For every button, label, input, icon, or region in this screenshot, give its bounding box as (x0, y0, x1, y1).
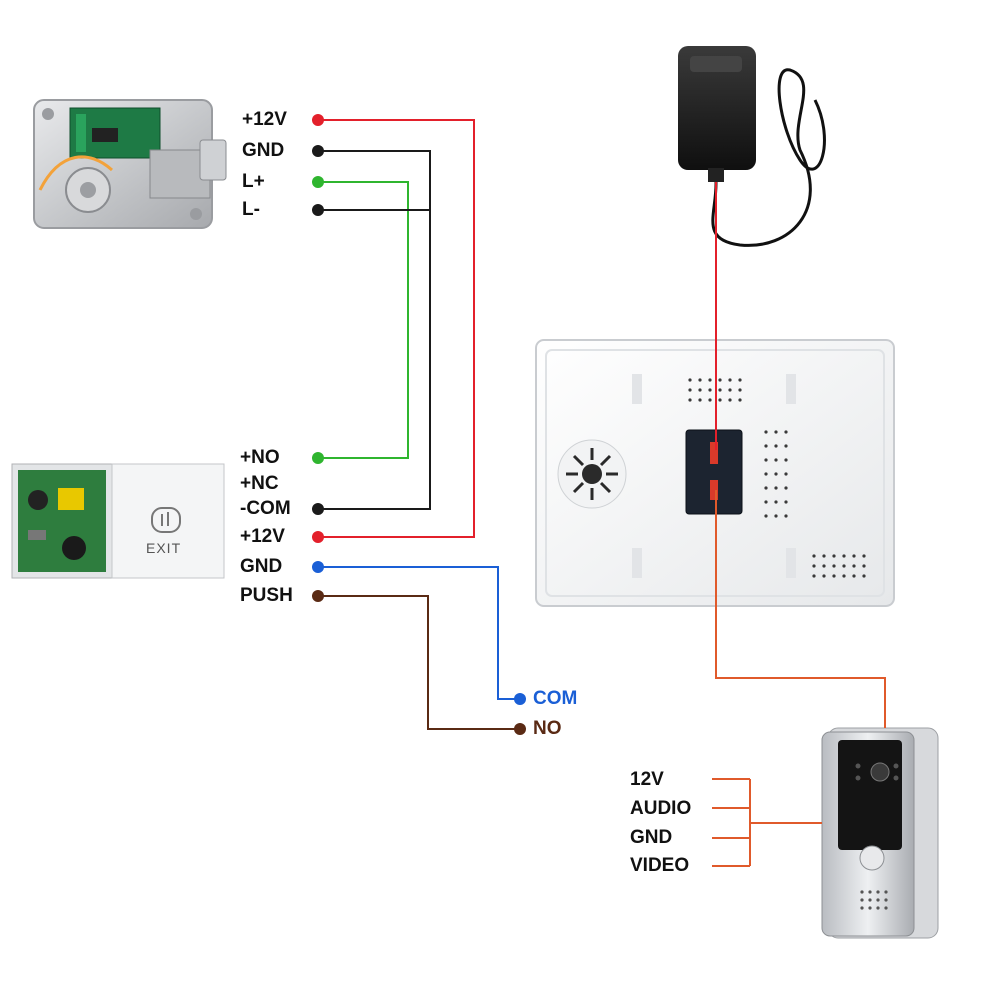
dot-lock-gnd (312, 145, 324, 157)
camera-wire-bracket (712, 778, 822, 867)
dot-exit-12v (312, 531, 324, 543)
dot-exit-com (312, 503, 324, 515)
speaker-grille-icon (557, 439, 627, 509)
exit-terminal-no: +NO (240, 447, 280, 468)
monitor-terminal-no: NO (533, 718, 562, 739)
exit-terminal-12v: +12V (240, 526, 285, 547)
dot-exit-no (312, 452, 324, 464)
wire-lock-signal (318, 181, 409, 459)
dot-lock-12v (312, 114, 324, 126)
power-adapter-icon (678, 46, 826, 247)
camera-terminal-gnd: GND (630, 827, 673, 848)
exit-button-text: EXIT (146, 540, 182, 556)
wire-exit-push-to-no (318, 595, 518, 730)
exit-button-icon (11, 463, 225, 579)
dot-exit-gnd (312, 561, 324, 573)
dot-monitor-com (514, 693, 526, 705)
lock-terminal-lminus: L- (242, 199, 260, 220)
dot-exit-push (312, 590, 324, 602)
camera-terminal-audio: AUDIO (630, 798, 692, 819)
exit-terminal-push: PUSH (240, 585, 293, 606)
dot-lock-lminus (312, 204, 324, 216)
wire-lock-power (318, 119, 475, 538)
door-camera-icon (821, 727, 939, 939)
lock-terminal-lplus: L+ (242, 171, 265, 192)
wire-monitor-to-camera (715, 490, 886, 728)
wire-lock-gnd (318, 150, 431, 510)
dot-lock-lplus (312, 176, 324, 188)
wire-exit-gnd-to-com (318, 566, 518, 700)
monitor-terminal-com: COM (533, 688, 578, 709)
dot-monitor-no (514, 723, 526, 735)
lock-terminal-12v: +12V (242, 109, 287, 130)
camera-terminal-video: VIDEO (630, 855, 690, 876)
exit-terminal-nc: +NC (240, 473, 279, 494)
exit-terminal-com: -COM (240, 498, 291, 519)
electric-lock-icon (33, 99, 227, 229)
exit-terminal-gnd: GND (240, 556, 283, 577)
camera-terminal-12v: 12V (630, 769, 664, 790)
lock-terminal-gnd: GND (242, 140, 285, 161)
